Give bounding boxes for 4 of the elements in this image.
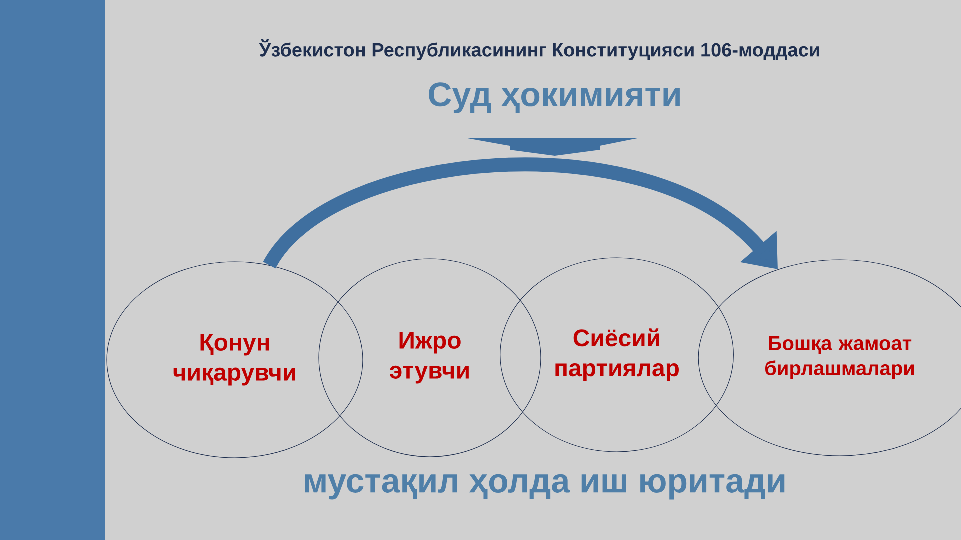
curved-arrow — [264, 158, 778, 270]
heading-text: мустақил ҳолда иш юритади — [305, 474, 785, 500]
title: Ўзбекистон Республикасининг Конституцияси 106-моддаси — [259, 39, 820, 61]
heading-text: Суд ҳокимияти — [429, 82, 680, 114]
